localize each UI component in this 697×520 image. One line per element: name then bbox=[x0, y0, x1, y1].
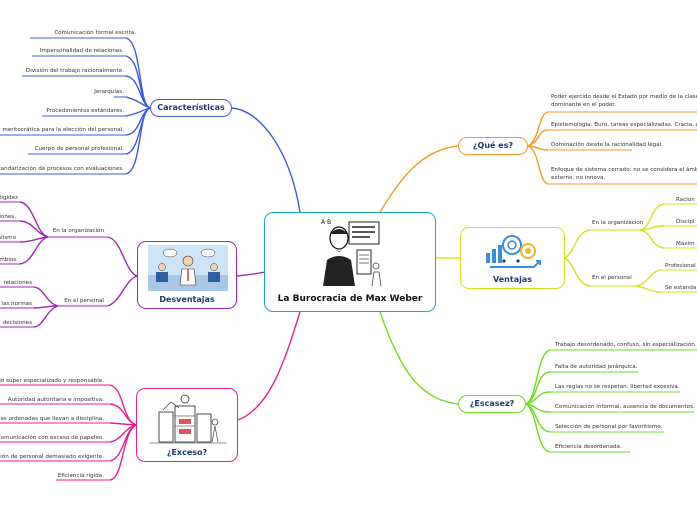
desventajas-org-item[interactable]: nalismo bbox=[0, 235, 16, 241]
desventajas-org-node[interactable]: En la organización bbox=[52, 228, 104, 234]
desventajas-org-item[interactable]: siones. bbox=[0, 214, 16, 220]
exceso-item[interactable]: Autoridad autoritaria e impositiva. bbox=[7, 397, 104, 403]
caracteristicas-item[interactable]: Procedimientos estándares. bbox=[46, 108, 124, 114]
ventajas-org-item[interactable]: Racion bbox=[676, 197, 695, 203]
exceso-links bbox=[0, 311, 301, 481]
exceso-item[interactable]: las ordenadas que llevan a disciplina. bbox=[0, 416, 104, 422]
caracteristicas-node[interactable]: Características bbox=[150, 99, 232, 117]
escasez-node[interactable]: ¿Escasez? bbox=[458, 395, 526, 413]
escasez-item[interactable]: Eficiencia desordenada. bbox=[555, 444, 622, 450]
caracteristicas-item[interactable]: División del trabajo racionalmente. bbox=[25, 68, 124, 74]
desventajas-personal-node[interactable]: En el personal bbox=[64, 298, 104, 304]
que-es-item[interactable]: Epistemología: Buro, tareas especializad… bbox=[551, 122, 697, 128]
ventajas-label: Ventajas bbox=[493, 275, 532, 284]
que-es-links bbox=[379, 111, 697, 213]
desventajas-node[interactable]: Desventajas bbox=[137, 241, 237, 309]
ventajas-personal-item[interactable]: Se estanda bbox=[665, 285, 697, 291]
desventajas-label: Desventajas bbox=[159, 295, 215, 304]
escasez-item[interactable]: Comunicación informal, ausencia de docum… bbox=[555, 404, 695, 410]
escasez-item[interactable]: Selección de personal por favoritismo. bbox=[555, 424, 663, 430]
escasez-links bbox=[379, 311, 697, 453]
desventajas-org-item[interactable]: cambios. bbox=[0, 257, 18, 263]
escasez-item[interactable]: Las reglas no se respetan, libertad exce… bbox=[555, 384, 680, 390]
ventajas-personal-item[interactable]: Profesional bbox=[665, 263, 696, 269]
exceso-item[interactable]: Eficiencia rígida. bbox=[57, 473, 104, 479]
exceso-label: ¿Exceso? bbox=[166, 448, 208, 457]
que-es-item[interactable]: Poder ejercido desde el Estado por medio… bbox=[551, 94, 697, 108]
caracteristicas-item[interactable]: Jerarquías. bbox=[94, 89, 124, 95]
caracteristicas-item[interactable]: meritocrática para la elección del perso… bbox=[2, 127, 124, 133]
central-topic[interactable]: A·B La Burocracia de Max Weber bbox=[264, 212, 436, 312]
exceso-item[interactable]: Comunicación con exceso de papeleo. bbox=[0, 435, 104, 441]
ventajas-org-node[interactable]: En la organización bbox=[592, 220, 644, 226]
escasez-item[interactable]: Trabajo desordenado, confuso, sin especi… bbox=[555, 342, 697, 348]
que-es-item[interactable]: Dominación desde la racionalidad legal. bbox=[551, 142, 663, 148]
que-es-node[interactable]: ¿Qué es? bbox=[458, 137, 528, 155]
caracteristicas-item[interactable]: Comunicación formal escrita. bbox=[54, 30, 136, 36]
desventajas-org-item[interactable]: Rigidez bbox=[0, 195, 18, 201]
svg-text:A·B: A·B bbox=[321, 219, 331, 226]
caracteristicas-item[interactable]: Estandarización de procesos con evaluaci… bbox=[0, 166, 124, 172]
desventajas-personal-item[interactable]: decisiones bbox=[2, 320, 32, 326]
max-weber-portrait-image: A·B bbox=[315, 216, 387, 288]
ventajas-org-item[interactable]: Discipl bbox=[676, 219, 695, 225]
que-es-item[interactable]: Enfoque de sistema cerrado: no se consid… bbox=[551, 167, 697, 181]
ventajas-personal-node[interactable]: En el personal bbox=[592, 275, 632, 281]
exceso-item[interactable]: jo super especializado y responsable. bbox=[0, 378, 104, 384]
ventajas-org-item[interactable]: Máxim bbox=[676, 241, 695, 247]
caracteristicas-item[interactable]: Impersonalidad de relaciones. bbox=[39, 48, 124, 54]
gears-process-icon bbox=[486, 235, 541, 268]
caracteristicas-links bbox=[0, 37, 301, 213]
desventajas-personal-item[interactable]: relaciones bbox=[3, 280, 32, 286]
exceso-node[interactable]: ¿Exceso? bbox=[136, 388, 238, 462]
escasez-item[interactable]: Falta de autoridad jerárquica. bbox=[555, 364, 638, 370]
ventajas-node[interactable]: Ventajas bbox=[460, 227, 565, 289]
exceso-item[interactable]: ción de personal demasiado exigente. bbox=[0, 454, 104, 460]
ventajas-links bbox=[435, 203, 697, 293]
paperwork-overload-image bbox=[149, 392, 227, 446]
central-topic-title: La Burocracia de Max Weber bbox=[277, 294, 423, 304]
desventajas-personal-item[interactable]: las normas bbox=[1, 301, 32, 307]
desventajas-links bbox=[0, 201, 266, 328]
office-workers-image bbox=[148, 245, 228, 291]
caracteristicas-item[interactable]: Cuerpo de personal profesional. bbox=[34, 146, 124, 152]
